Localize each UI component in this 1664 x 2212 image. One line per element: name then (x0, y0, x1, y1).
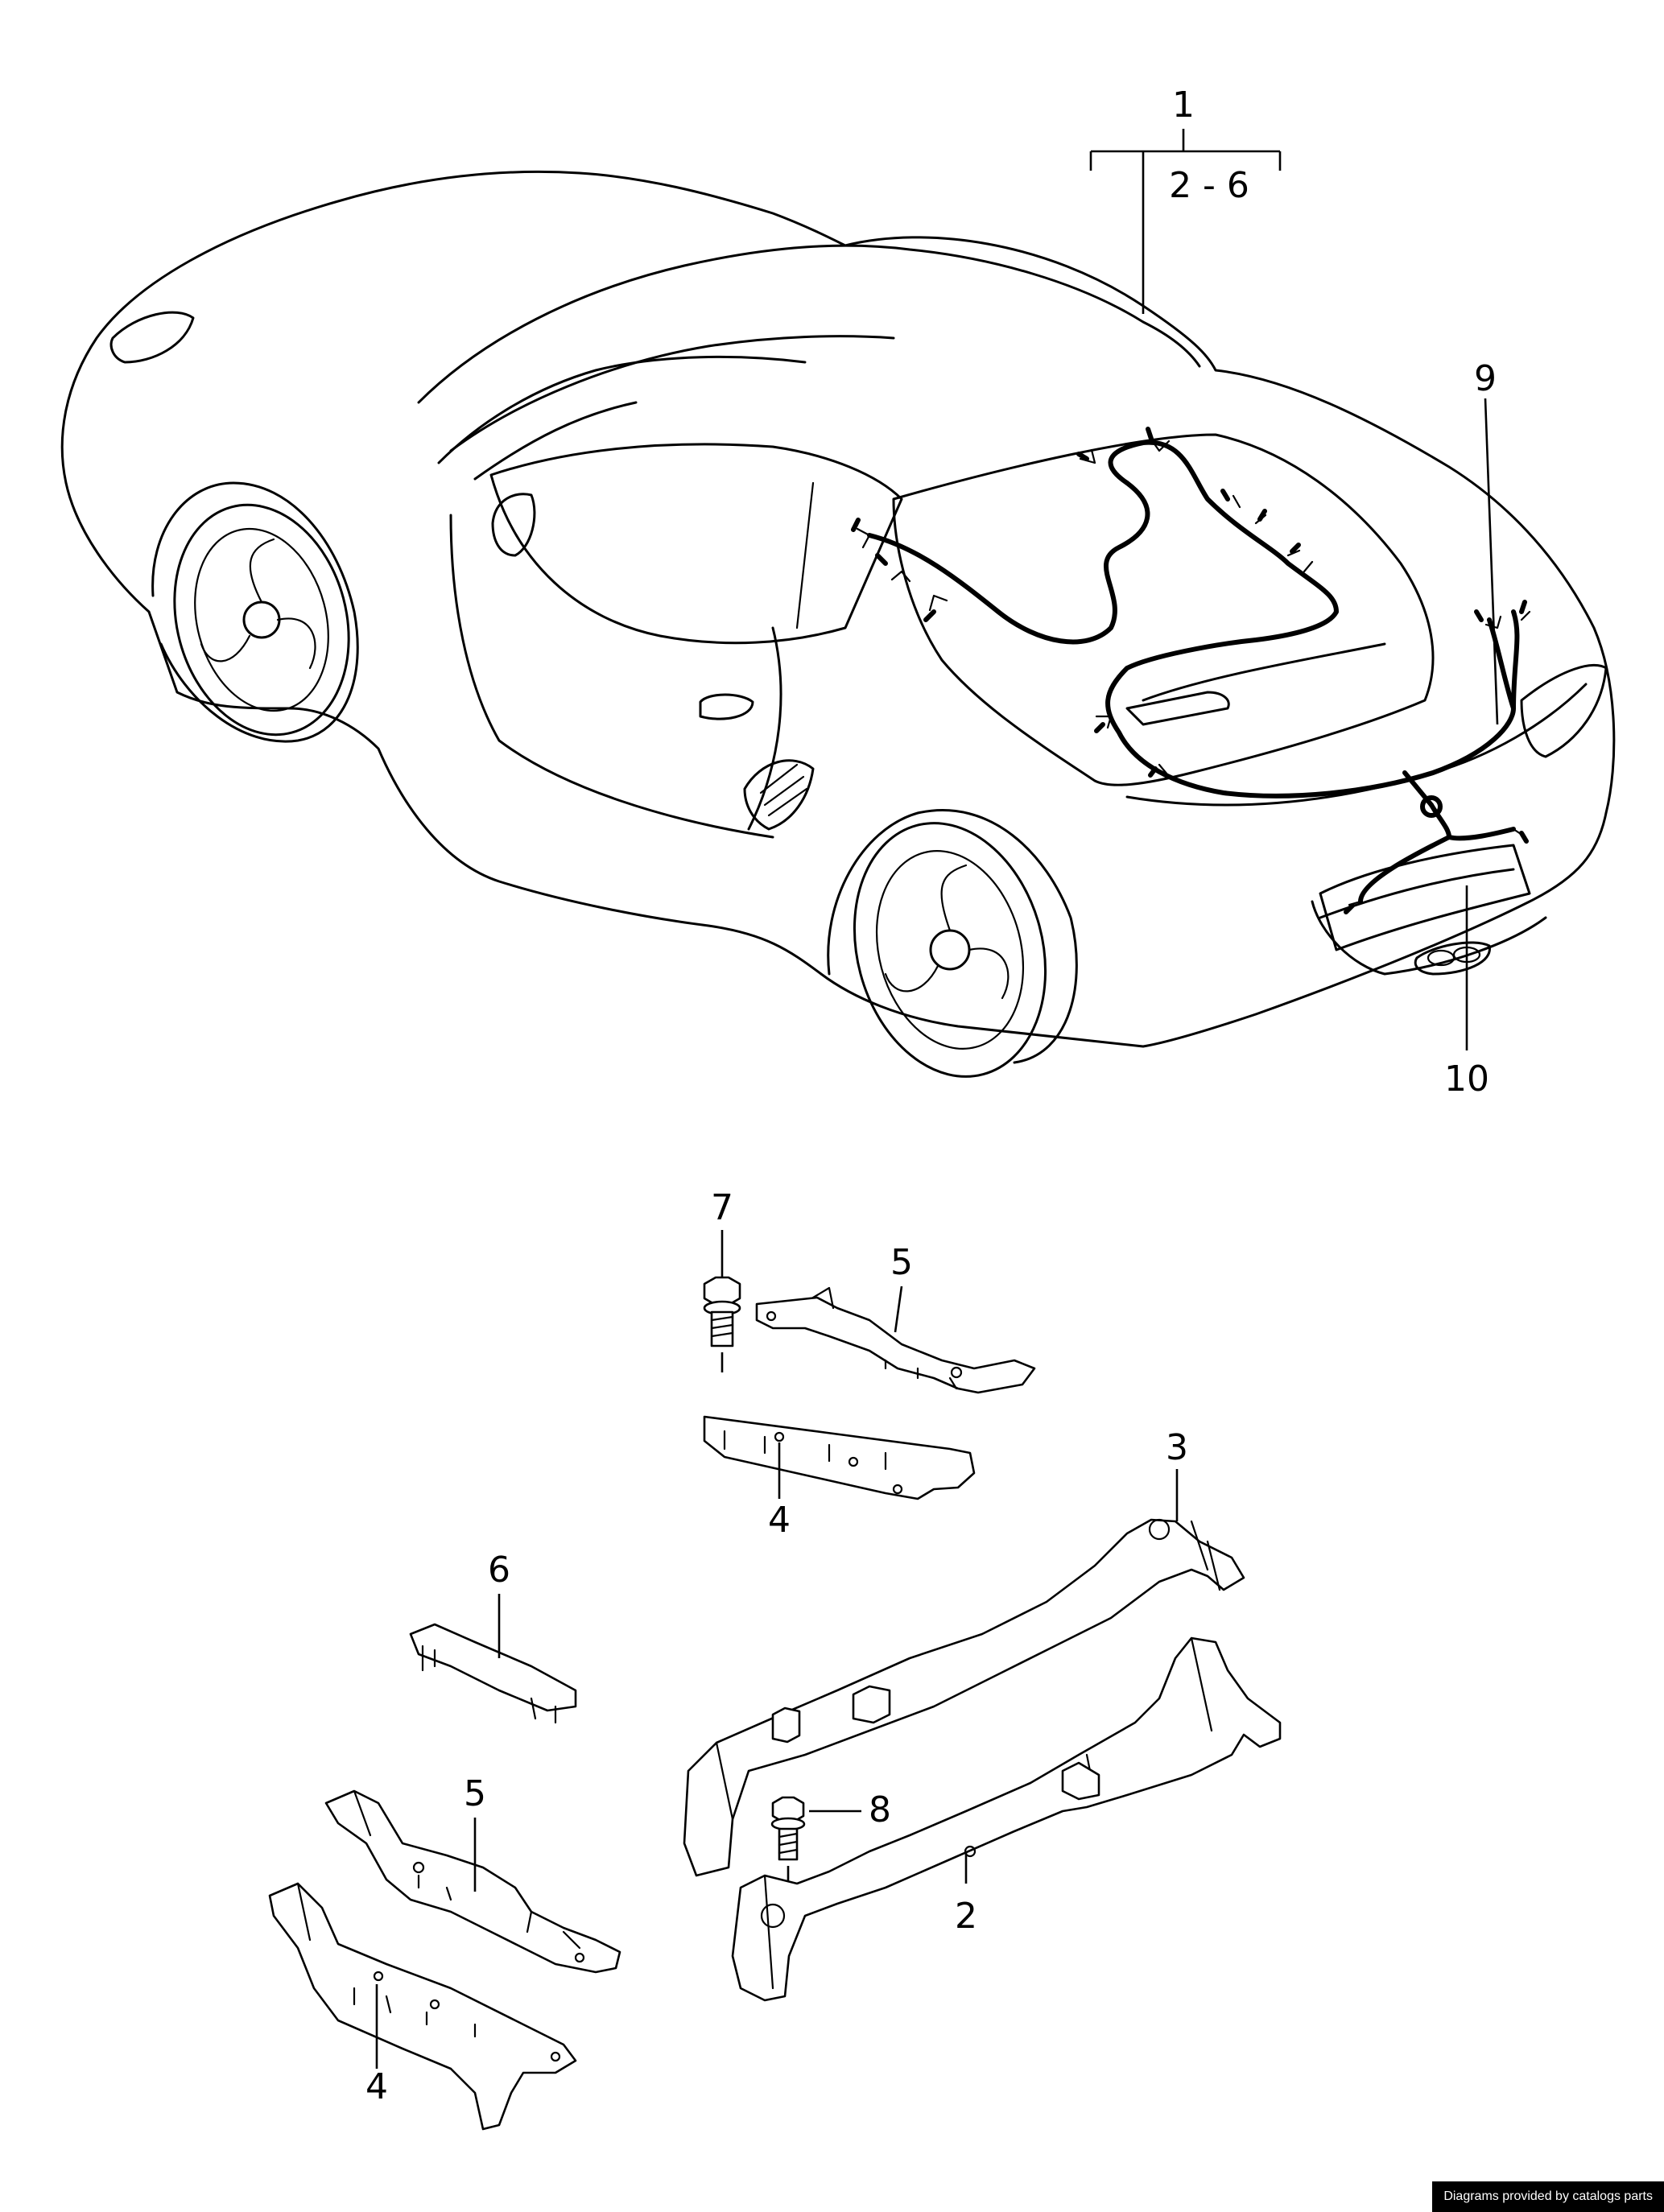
callout-2: 2 (955, 1896, 977, 1937)
part-5-bottom (324, 1789, 621, 1974)
part-4-top (703, 1415, 976, 1500)
bolt-7 (703, 1276, 741, 1372)
part-2-conduit (731, 1636, 1282, 2002)
front-wheel (151, 481, 359, 743)
rear-wheel (827, 809, 1078, 1078)
callout-4-top: 4 (768, 1500, 791, 1541)
callout-5-top: 5 (890, 1242, 913, 1283)
wiring-harness (851, 427, 1531, 914)
car-illustration (60, 170, 1616, 1078)
callout-3: 3 (1166, 1427, 1188, 1468)
callout-7: 7 (711, 1187, 733, 1228)
part-3-conduit (683, 1518, 1245, 1877)
callout-2-6: 2 - 6 (1169, 165, 1249, 206)
part-4-bottom (268, 1882, 577, 2131)
part-5-top (755, 1286, 1036, 1394)
callout-4-bottom: 4 (365, 2066, 388, 2107)
callout-5-bottom: 5 (464, 1773, 486, 1814)
callout-10: 10 (1444, 1059, 1489, 1100)
harness-assembly-callout-group: 1 2 - 6 (1089, 85, 1282, 314)
callout-6: 6 (488, 1550, 510, 1591)
part-6-clip (409, 1623, 577, 1724)
callout-1: 1 (1172, 85, 1195, 126)
bolt-8 (770, 1796, 806, 1908)
callout-9: 9 (1474, 358, 1497, 399)
callout-8: 8 (869, 1789, 891, 1830)
credit-badge: Diagrams provided by catalogs parts (1432, 2181, 1664, 2212)
